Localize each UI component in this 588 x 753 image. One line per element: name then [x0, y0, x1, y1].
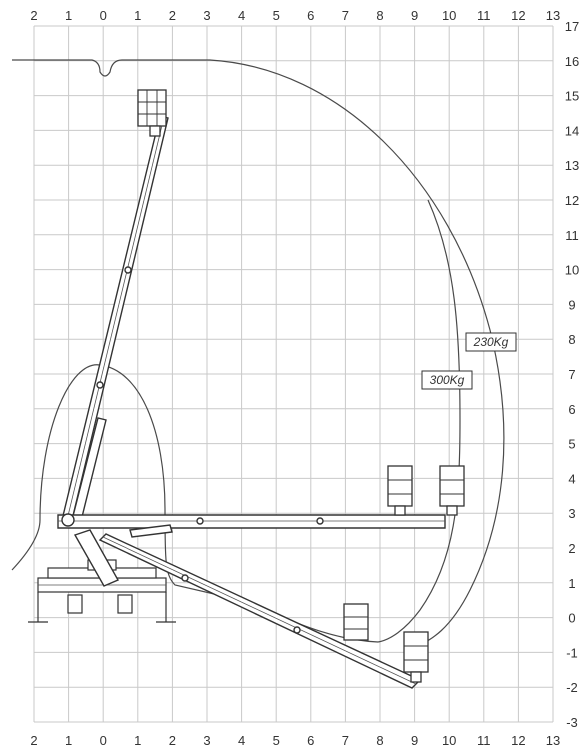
y-tick-label: 13 [565, 158, 579, 173]
outer-working-envelope [12, 59, 505, 646]
y-tick-label: 5 [568, 437, 575, 452]
x-tick-label-top: 13 [546, 8, 560, 23]
svg-text:230Kg: 230Kg [473, 335, 509, 349]
x-tick-label-top: 11 [477, 8, 491, 23]
x-tick-label-bottom: 7 [342, 733, 349, 748]
inner-working-envelope [377, 199, 461, 643]
x-tick-label-bottom: 1 [134, 733, 141, 748]
grid [33, 25, 554, 723]
x-tick-label-top: 2 [169, 8, 176, 23]
x-tick-label-bottom: 6 [307, 733, 314, 748]
x-tick-label-bottom: 10 [442, 733, 456, 748]
basket-lowered-2 [403, 631, 429, 683]
x-tick-label-top: 6 [307, 8, 314, 23]
x-tick-label-bottom: 13 [546, 733, 560, 748]
x-tick-label-bottom: 2 [30, 733, 37, 748]
load-label-230kg: 230Kg [465, 332, 517, 352]
y-tick-label: 7 [568, 367, 575, 382]
x-tick-label-bottom: 4 [238, 733, 245, 748]
x-tick-label-top: 8 [376, 8, 383, 23]
x-tick-label-top: 9 [411, 8, 418, 23]
y-tick-label: 0 [568, 611, 575, 626]
x-tick-label-top: 3 [203, 8, 210, 23]
y-tick-label: 16 [565, 54, 579, 69]
y-tick-label: 10 [565, 263, 579, 278]
x-tick-label-top: 10 [442, 8, 456, 23]
y-tick-label: 8 [568, 332, 575, 347]
y-tick-label: 3 [568, 506, 575, 521]
x-tick-label-bottom: 12 [511, 733, 525, 748]
boom-horizontal [57, 514, 446, 538]
x-tick-label-bottom: 5 [273, 733, 280, 748]
x-tick-label-bottom: 0 [100, 733, 107, 748]
x-tick-label-top: 5 [273, 8, 280, 23]
y-tick-label: 17 [565, 19, 579, 34]
y-tick-label: 15 [565, 89, 579, 104]
y-tick-label: 14 [565, 123, 579, 138]
x-tick-label-top: 1 [65, 8, 72, 23]
x-tick-label-bottom: 9 [411, 733, 418, 748]
x-tick-label-top: 12 [511, 8, 525, 23]
y-tick-label: 9 [568, 297, 575, 312]
y-tick-label: 4 [568, 471, 575, 486]
y-tick-label: -2 [566, 680, 578, 695]
basket-lowered-1 [343, 603, 369, 641]
x-tick-label-top: 2 [30, 8, 37, 23]
x-tick-label-top: 7 [342, 8, 349, 23]
x-tick-label-bottom: 3 [203, 733, 210, 748]
boom-elevated [61, 115, 169, 527]
x-tick-label-bottom: 8 [376, 733, 383, 748]
svg-text:300Kg: 300Kg [430, 373, 465, 387]
x-tick-label-top: 4 [238, 8, 245, 23]
y-tick-label: 6 [568, 402, 575, 417]
load-label-300kg: 300Kg [421, 370, 473, 390]
y-tick-label: -1 [566, 645, 578, 660]
basket-horizontal-2 [439, 465, 465, 516]
y-tick-label: 1 [568, 576, 575, 591]
x-tick-label-bottom: 11 [477, 733, 491, 748]
x-tick-label-bottom: 2 [169, 733, 176, 748]
y-tick-label: -3 [566, 715, 578, 730]
x-tick-label-top: 1 [134, 8, 141, 23]
y-tick-label: 11 [565, 228, 579, 243]
x-tick-label-bottom: 1 [65, 733, 72, 748]
basket-horizontal-1 [387, 465, 413, 516]
x-tick-label-top: 0 [100, 8, 107, 23]
y-tick-label: 2 [568, 541, 575, 556]
basket-top [137, 89, 167, 137]
y-tick-label: 12 [565, 193, 579, 208]
boom-pivot [61, 513, 75, 527]
